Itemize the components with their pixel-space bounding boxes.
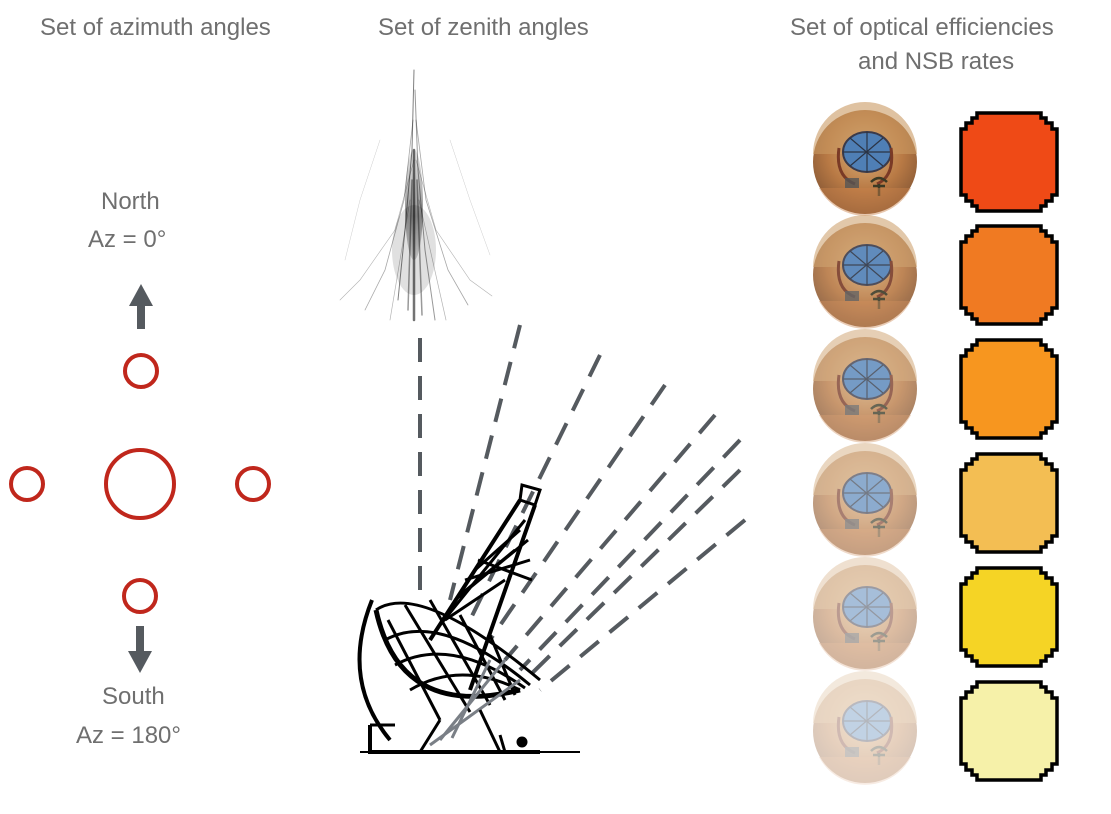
zenith-line-4 [503,413,717,662]
air-shower-image [339,69,493,322]
optical-heading-line2: and NSB rates [858,48,1015,75]
north-azimuth-label: Az = 0° [88,226,167,253]
nsb-level-swatch [959,452,1059,554]
telescope-photo [813,671,917,785]
north-arrow [129,284,153,329]
telescope-photo-column [813,102,917,785]
telescope-photo [813,329,917,443]
azimuth-east-position [235,466,271,502]
azimuth-center-position [104,448,176,520]
telescope-photo [813,443,917,557]
azimuth-south-position [122,578,158,614]
nsb-level-swatch [959,111,1059,213]
zenith-line-7 [538,518,747,692]
telescope-drawing [357,483,580,754]
zenith-line-3 [488,383,667,642]
zenith-line-6 [523,468,742,682]
zenith-line-5 [518,438,742,672]
azimuth-compass [9,284,271,673]
azimuth-north-position [123,353,159,389]
telescope-photo [813,215,917,329]
nsb-level-swatch [959,338,1059,440]
south-azimuth-label: Az = 180° [76,722,181,749]
nsb-level-column [959,111,1059,782]
telescope-photo [813,102,917,216]
south-label: South [102,683,165,710]
zenith-heading: Set of zenith angles [378,14,589,41]
zenith-line-2 [468,354,602,621]
optical-heading-line1: Set of optical efficiencies [790,14,1054,41]
azimuth-heading: Set of azimuth angles [40,14,271,41]
nsb-level-swatch [959,224,1059,326]
nsb-level-swatch [959,680,1059,782]
telescope-photo [813,557,917,671]
south-arrow [128,626,152,673]
zenith-line-1 [448,324,522,601]
north-label: North [101,188,160,215]
zenith-angle-lines [418,324,747,692]
azimuth-west-position [9,466,45,502]
nsb-level-swatch [959,566,1059,668]
